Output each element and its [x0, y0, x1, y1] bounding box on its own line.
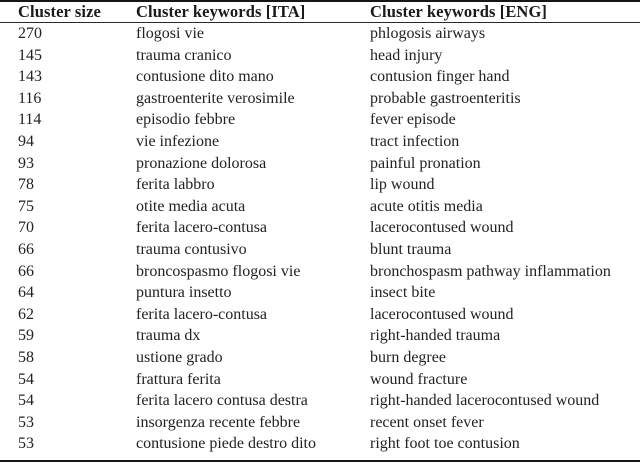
table-row: 54 ferita lacero contusa destra right-ha… [0, 390, 640, 412]
table-row: 114 episodio febbre fever episode [0, 109, 640, 131]
table-body: 270 flogosi vie phlogosis airways 145 tr… [0, 23, 640, 455]
table-row: 53 contusione piede destro dito right fo… [0, 433, 640, 455]
cell-cluster-size: 93 [18, 154, 34, 172]
cell-keywords-eng: lacerocontused wound [370, 219, 514, 237]
cell-cluster-size: 78 [18, 176, 34, 194]
cell-cluster-size: 116 [18, 89, 42, 107]
table-header-rule [0, 22, 640, 23]
table-row: 62 ferita lacero-contusa lacerocontused … [0, 304, 640, 326]
cell-keywords-eng: probable gastroenteritis [370, 89, 521, 107]
column-header-keywords-eng-label: Cluster keywords [ENG] [370, 2, 547, 21]
column-header-keywords-eng: Cluster keywords [ENG] [357, 2, 640, 22]
cell-cluster-size: 70 [18, 219, 34, 237]
cell-keywords-eng: recent onset fever [370, 413, 484, 431]
table-row: 64 puntura insetto insect bite [0, 282, 640, 304]
cell-keywords-eng: contusion finger hand [370, 68, 510, 86]
cell-keywords-eng: fever episode [370, 111, 456, 129]
table-row: 116 gastroenterite verosimile probable g… [0, 88, 640, 110]
cell-keywords-ita: broncospasmo flogosi vie [136, 262, 301, 280]
cell-keywords-eng: bronchospasm pathway inflammation [370, 262, 611, 280]
table-row: 270 flogosi vie phlogosis airways [0, 23, 640, 45]
cell-keywords-ita: puntura insetto [136, 284, 232, 302]
cell-cluster-size: 59 [18, 327, 34, 345]
table-row: 66 broncospasmo flogosi vie bronchospasm… [0, 261, 640, 283]
cell-cluster-size: 145 [18, 46, 42, 64]
cell-keywords-eng: wound fracture [370, 370, 468, 388]
cell-keywords-ita: ferita lacero-contusa [136, 219, 268, 237]
cell-keywords-ita: trauma dx [136, 327, 201, 345]
cell-keywords-ita: contusione dito mano [136, 68, 274, 86]
cell-keywords-eng: burn degree [370, 348, 446, 366]
column-header-keywords-ita: Cluster keywords [ITA] [127, 2, 357, 22]
cell-cluster-size: 53 [18, 413, 34, 431]
cell-cluster-size: 66 [18, 240, 34, 258]
cell-keywords-ita: contusione piede destro dito [136, 435, 316, 453]
cell-keywords-eng: phlogosis airways [370, 25, 486, 42]
table-row: 94 vie infezione tract infection [0, 131, 640, 153]
cell-cluster-size: 66 [18, 262, 34, 280]
column-header-keywords-ita-label: Cluster keywords [ITA] [136, 2, 306, 21]
cluster-keywords-table: Cluster size Cluster keywords [ITA] Clus… [0, 2, 640, 22]
table-top-rule [0, 0, 640, 2]
cell-keywords-ita: insorgenza recente febbre [136, 413, 301, 431]
cell-cluster-size: 54 [18, 392, 34, 410]
cell-keywords-eng: lip wound [370, 176, 435, 194]
table-row: 66 trauma contusivo blunt trauma [0, 239, 640, 261]
cell-cluster-size: 62 [18, 305, 34, 323]
column-header-cluster-size-label: Cluster size [18, 2, 101, 21]
table-row: 59 trauma dx right-handed trauma [0, 325, 640, 347]
table-row: 75 otite media acuta acute otitis media [0, 196, 640, 218]
cell-cluster-size: 94 [18, 132, 34, 150]
cell-keywords-ita: trauma contusivo [136, 240, 247, 258]
cell-keywords-eng: right foot toe contusion [370, 435, 520, 453]
cell-cluster-size: 58 [18, 348, 34, 366]
cell-cluster-size: 64 [18, 284, 34, 302]
cell-keywords-ita: episodio febbre [136, 111, 236, 129]
cell-keywords-eng: painful pronation [370, 154, 481, 172]
column-header-cluster-size: Cluster size [0, 2, 127, 22]
table-row: 93 pronazione dolorosa painful pronation [0, 153, 640, 175]
cell-keywords-ita: ferita lacero contusa destra [136, 392, 308, 410]
table-row: 78 ferita labbro lip wound [0, 174, 640, 196]
cell-keywords-ita: trauma cranico [136, 46, 232, 64]
cell-keywords-ita: otite media acuta [136, 197, 246, 215]
cell-cluster-size: 114 [18, 111, 42, 129]
cell-keywords-eng: insect bite [370, 284, 436, 302]
cell-keywords-eng: head injury [370, 46, 443, 64]
cell-keywords-ita: ferita labbro [136, 176, 215, 194]
table-row: 54 frattura ferita wound fracture [0, 369, 640, 391]
cell-keywords-eng: lacerocontused wound [370, 305, 514, 323]
cell-keywords-eng: blunt trauma [370, 240, 452, 258]
table-row: 70 ferita lacero-contusa lacerocontused … [0, 217, 640, 239]
table-row: 143 contusione dito mano contusion finge… [0, 66, 640, 88]
cell-cluster-size: 143 [18, 68, 42, 86]
cell-cluster-size: 75 [18, 197, 34, 215]
table-header: Cluster size Cluster keywords [ITA] Clus… [0, 2, 640, 22]
table-row: 58 ustione grado burn degree [0, 347, 640, 369]
table-row: 53 insorgenza recente febbre recent onse… [0, 412, 640, 434]
cell-keywords-eng: tract infection [370, 132, 460, 150]
cluster-keywords-table-body: 270 flogosi vie phlogosis airways 145 tr… [0, 23, 640, 455]
cell-keywords-ita: ustione grado [136, 348, 223, 366]
cell-keywords-ita: gastroenterite verosimile [136, 89, 295, 107]
cell-cluster-size: 53 [18, 435, 34, 453]
cell-keywords-eng: acute otitis media [370, 197, 483, 215]
cell-keywords-ita: vie infezione [136, 132, 220, 150]
cell-cluster-size: 54 [18, 370, 34, 388]
cell-keywords-ita: pronazione dolorosa [136, 154, 267, 172]
cell-keywords-eng: right-handed trauma [370, 327, 501, 345]
table-bottom-rule [0, 459, 640, 462]
cell-cluster-size: 270 [18, 25, 42, 42]
cell-keywords-ita: flogosi vie [136, 25, 204, 42]
table-row: 145 trauma cranico head injury [0, 45, 640, 67]
cell-keywords-ita: frattura ferita [136, 370, 221, 388]
cell-keywords-ita: ferita lacero-contusa [136, 305, 268, 323]
cell-keywords-eng: right-handed lacerocontused wound [370, 392, 600, 410]
header-row: Cluster size Cluster keywords [ITA] Clus… [0, 2, 640, 22]
